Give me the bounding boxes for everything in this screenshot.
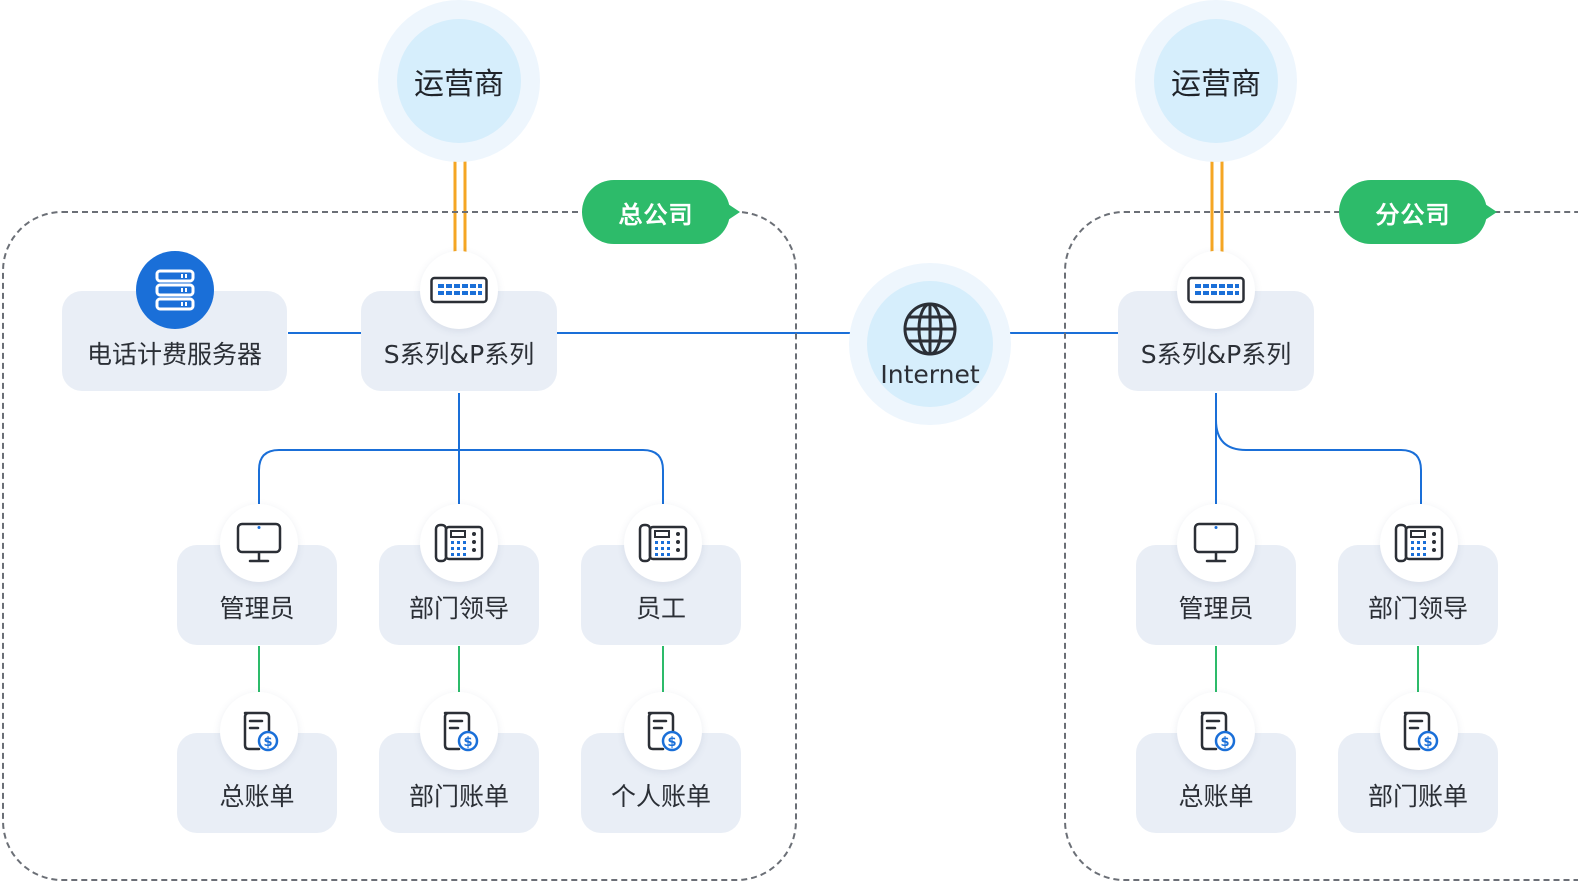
billing-server-label: 电话计费服务器: [86, 340, 262, 369]
hq-carrier-label: 运营商: [397, 19, 521, 143]
branch-bill-dept-icon-badge: $: [1380, 692, 1458, 770]
branch-tag: 分公司: [1339, 180, 1497, 244]
monitor-icon: [236, 522, 282, 563]
branch-bill-total-icon-badge: $: [1177, 692, 1255, 770]
hq-region: [2, 211, 797, 881]
branch-switch-label: S系列&P系列: [1140, 340, 1292, 369]
monitor-icon: [1193, 522, 1239, 563]
branch-admin-icon-badge: [1177, 504, 1255, 582]
svg-text:$: $: [263, 735, 272, 750]
branch-switch-card: S系列&P系列: [1118, 291, 1314, 391]
hq-switch-label: S系列&P系列: [383, 340, 535, 369]
hq-bill-personal-label: 个人账单: [610, 782, 711, 811]
bill-icon: $: [1403, 711, 1439, 752]
hq-bill-dept-icon-badge: $: [420, 692, 498, 770]
branch-role-dept-lead-card: 部门领导: [1338, 545, 1498, 645]
bill-lines: [258, 646, 1419, 692]
hq-carrier: 运营商: [378, 0, 540, 162]
hq-switch-icon-badge: [420, 251, 498, 329]
switch-icon: [430, 276, 488, 304]
bill-icon: $: [243, 711, 279, 752]
branch-carrier: 运营商: [1135, 0, 1297, 162]
hq-admin-icon-badge: [220, 504, 298, 582]
desk-phone-icon: [1394, 523, 1444, 563]
branch-role-admin-label: 管理员: [1178, 594, 1254, 623]
internet-node: Internet: [849, 263, 1011, 425]
svg-text:$: $: [667, 735, 676, 750]
server-icon: [155, 269, 195, 311]
switch-icon: [1187, 276, 1245, 304]
branch-bill-total-label: 总账单: [1178, 782, 1254, 811]
bill-icon: $: [443, 711, 479, 752]
svg-text:$: $: [1220, 735, 1229, 750]
server-icon-badge: [136, 251, 214, 329]
hq-bill-total-label: 总账单: [219, 782, 295, 811]
hq-role-staff-label: 员工: [635, 594, 686, 623]
svg-text:$: $: [463, 735, 472, 750]
branch-carrier-label: 运营商: [1154, 19, 1278, 143]
internet-label: Internet: [880, 359, 980, 389]
hq-bill-total-card: 总账单: [177, 733, 337, 833]
hq-bill-dept-label: 部门账单: [408, 782, 509, 811]
hq-bill-total-icon-badge: $: [220, 692, 298, 770]
hq-role-admin-label: 管理员: [219, 594, 295, 623]
desk-phone-icon: [434, 523, 484, 563]
network-lines: [258, 332, 1422, 504]
bill-icon: $: [1200, 711, 1236, 752]
branch-dept-lead-icon-badge: [1380, 504, 1458, 582]
desk-phone-icon: [638, 523, 688, 563]
branch-role-dept-lead-label: 部门领导: [1367, 594, 1468, 623]
branch-bill-dept-label: 部门账单: [1367, 782, 1468, 811]
globe-icon: [903, 302, 957, 355]
branch-region: [1064, 211, 1578, 881]
hq-bill-personal-icon-badge: $: [624, 692, 702, 770]
hq-staff-icon-badge: [624, 504, 702, 582]
branch-switch-icon-badge: [1177, 251, 1255, 329]
trunk-lines: [453, 148, 1224, 252]
hq-dept-lead-icon-badge: [420, 504, 498, 582]
svg-text:$: $: [1423, 735, 1432, 750]
hq-role-dept-lead-label: 部门领导: [408, 594, 509, 623]
bill-icon: $: [647, 711, 683, 752]
hq-tag: 总公司: [582, 180, 740, 244]
branch-bill-dept-card: 部门账单: [1338, 733, 1498, 833]
